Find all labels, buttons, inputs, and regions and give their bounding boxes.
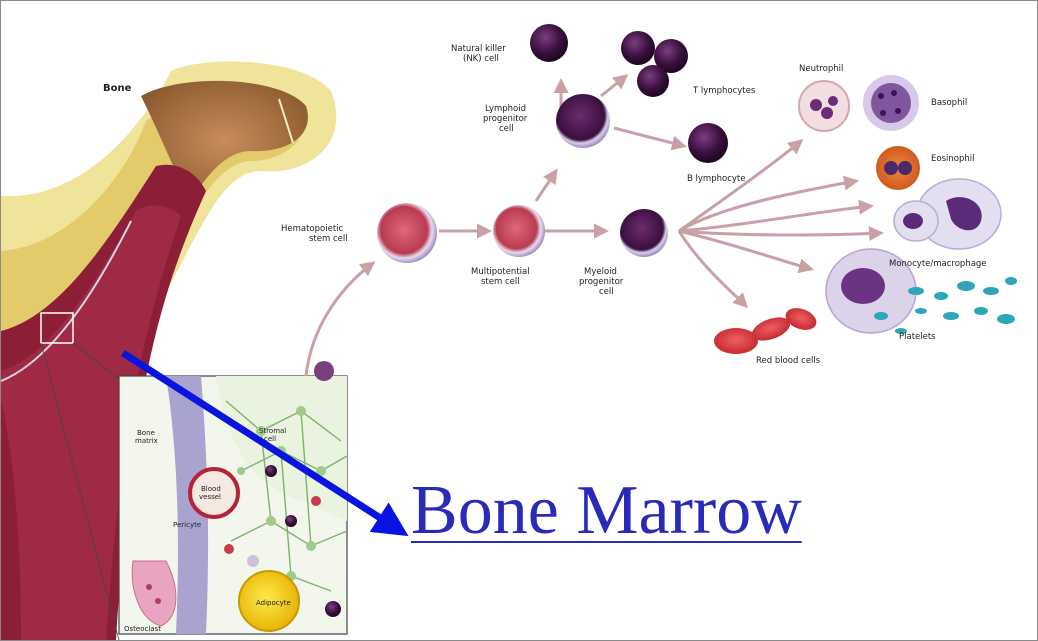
eosinophil <box>876 146 920 190</box>
label-myeloid-3: cell <box>599 287 614 297</box>
label-nk-cell-1: Natural killer <box>451 44 506 54</box>
myeloid-progenitor-cell <box>620 209 668 257</box>
label-lymphoid-1: Lymphoid <box>485 104 526 114</box>
multipotential-stem-cell <box>493 205 545 257</box>
label-lymphoid-2: progenitor <box>483 114 528 124</box>
label-multipotential-2: stem cell <box>481 277 520 287</box>
label-stromal-1: Stromal <box>259 427 286 435</box>
lymphoid-progenitor-cell <box>556 94 610 148</box>
basophil <box>863 75 919 131</box>
label-monocyte: Monocyte/macrophage <box>889 259 987 269</box>
label-platelets: Platelets <box>899 332 936 342</box>
label-b-lymphocyte: B lymphocyte <box>687 174 745 184</box>
cells <box>377 24 1017 354</box>
label-bone: Bone <box>103 83 132 94</box>
label-red-blood-cells: Red blood cells <box>756 356 821 366</box>
label-osteoclast: Osteoclast <box>124 625 161 633</box>
bone-marrow-link[interactable]: Bone Marrow <box>411 472 802 549</box>
red-blood-cells <box>714 304 819 354</box>
label-neutrophil: Neutrophil <box>799 64 843 74</box>
label-hsc-1: Hematopoietic <box>281 224 344 234</box>
label-multipotential-1: Multipotential <box>471 267 530 277</box>
bone-marrow-link-wrap: Bone Marrow <box>411 471 802 551</box>
t-lymphocytes <box>621 31 688 97</box>
label-nk-cell-2: (NK) cell <box>463 54 499 64</box>
label-myeloid-2: progenitor <box>579 277 624 287</box>
label-hsc-2: stem cell <box>309 234 348 244</box>
label-bone-matrix-1: Bone <box>137 429 155 437</box>
b-lymphocyte <box>688 123 728 163</box>
label-pericyte: Pericyte <box>173 521 201 529</box>
label-basophil: Basophil <box>931 98 967 108</box>
label-bone-matrix-2: matrix <box>135 437 158 445</box>
label-blood-vessel-2: vessel <box>199 493 221 501</box>
label-t-lymphocytes: T lymphocytes <box>692 86 756 96</box>
label-lymphoid-3: cell <box>499 124 514 134</box>
neutrophil <box>799 81 849 131</box>
label-adipocyte: Adipocyte <box>256 599 291 607</box>
label-myeloid-1: Myeloid <box>584 267 617 277</box>
hematopoietic-stem-cell <box>377 203 437 263</box>
nk-cell <box>530 24 568 62</box>
marrow-inset <box>119 361 347 634</box>
label-blood-vessel-1: Blood <box>201 485 221 493</box>
label-eosinophil: Eosinophil <box>931 154 974 164</box>
